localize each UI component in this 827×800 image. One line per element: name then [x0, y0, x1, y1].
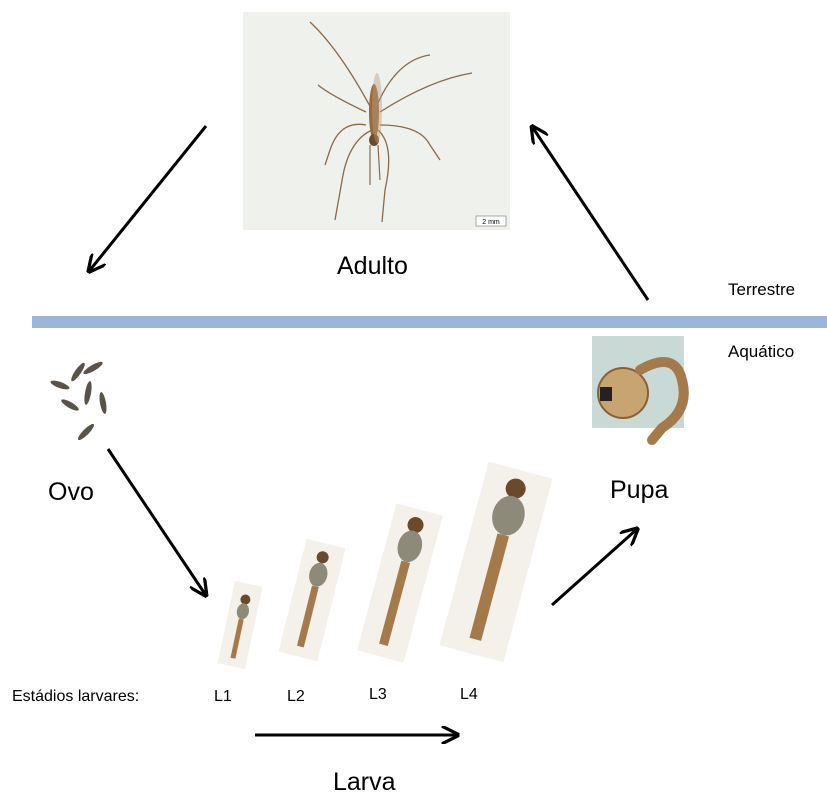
larva-label: Larva: [333, 768, 396, 797]
terrestrial-label: Terrestre: [728, 280, 795, 300]
instar-l1-label: L1: [214, 688, 232, 706]
arrow-larva-to-pupa: [552, 530, 636, 605]
egg-cluster-photo: [50, 360, 108, 442]
egg-label: Ovo: [48, 478, 94, 507]
adult-mosquito-photo: 2 mm: [243, 12, 510, 230]
larva-l3-photo: [357, 503, 443, 662]
arrow-egg-to-larva: [108, 449, 205, 594]
instars-prefix-label: Estádios larvares:: [12, 688, 139, 706]
arrow-adult-to-egg: [90, 126, 206, 270]
instar-l3-label: L3: [369, 686, 387, 704]
pupa-photo: [592, 336, 684, 440]
terrestrial-aquatic-divider: [32, 316, 827, 328]
scale-bar-label: 2 mm: [482, 219, 500, 226]
pupa-label: Pupa: [610, 476, 668, 505]
larva-l2-photo: [279, 539, 346, 661]
arrow-pupa-to-adult: [533, 128, 648, 300]
instar-l2-label: L2: [287, 688, 305, 706]
adult-label: Adulto: [337, 252, 408, 281]
larva-l4-photo: [440, 462, 553, 663]
instar-l4-label: L4: [460, 686, 478, 704]
larva-l1-photo: [218, 581, 263, 669]
aquatic-label: Aquático: [728, 342, 794, 362]
